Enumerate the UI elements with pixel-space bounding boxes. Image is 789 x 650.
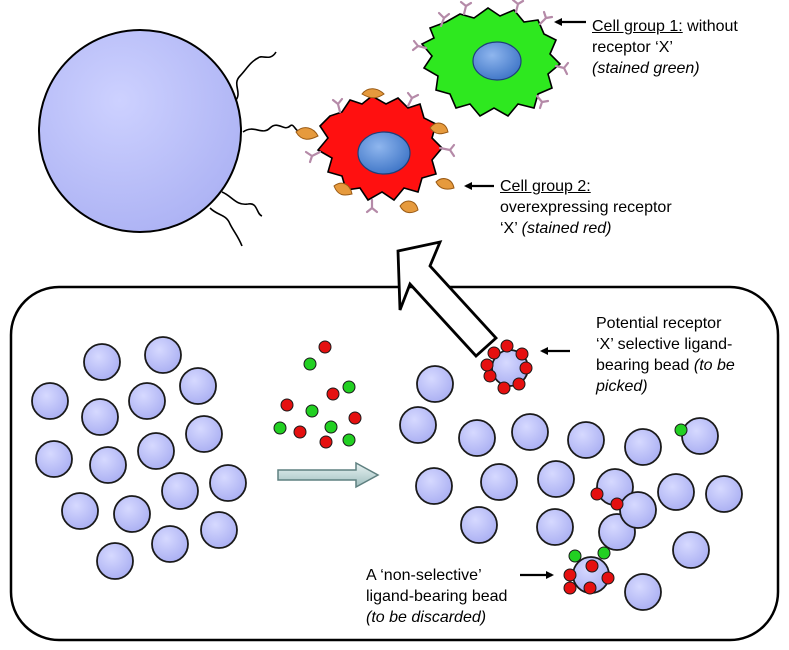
bead xyxy=(619,491,657,529)
red-ligand-dot xyxy=(319,435,333,449)
ligand-dots-layer xyxy=(273,339,688,595)
bead xyxy=(161,472,199,510)
group2-title: Cell group 2: xyxy=(500,178,591,195)
bead xyxy=(200,511,238,549)
green-ligand-dot xyxy=(324,420,338,434)
bead xyxy=(128,382,166,420)
bead xyxy=(151,525,189,563)
selective-line1: Potential receptor xyxy=(596,315,722,332)
bead xyxy=(96,542,134,580)
red-ligand-dot xyxy=(326,387,340,401)
red-ligand-dot xyxy=(601,571,615,585)
green-ligand-dot xyxy=(568,549,582,563)
red-ligand-dot xyxy=(348,411,362,425)
red-cell xyxy=(295,88,456,214)
selective-line3-italic: (to be xyxy=(693,357,735,374)
red-ligand-dot xyxy=(610,497,624,511)
green-ligand-dot xyxy=(342,380,356,394)
label-nonselective-bead: A ‘non-selective’ ligand-bearing bead (t… xyxy=(366,565,507,628)
red-ligand-dot xyxy=(280,398,294,412)
bead xyxy=(460,506,498,544)
red-ligand-dot xyxy=(583,581,597,595)
beads-layer xyxy=(31,336,743,611)
bead xyxy=(83,343,121,381)
incubation-arrow xyxy=(277,461,380,489)
green-cell xyxy=(411,0,570,118)
red-ligand-dot xyxy=(590,487,604,501)
red-ligand-dot xyxy=(480,358,494,372)
bead xyxy=(681,417,719,455)
bead xyxy=(35,440,73,478)
red-ligand-dot xyxy=(318,340,332,354)
bead xyxy=(536,508,574,546)
bead xyxy=(31,382,69,420)
green-ligand-dot xyxy=(303,357,317,371)
green-ligand-dot xyxy=(305,404,319,418)
bead xyxy=(415,467,453,505)
red-ligand-dot xyxy=(497,381,511,395)
red-ligand-dot xyxy=(487,346,501,360)
group2-line3-italic: (stained red) xyxy=(521,220,612,237)
green-ligand-dot xyxy=(273,421,287,435)
bead xyxy=(567,421,605,459)
bead xyxy=(81,398,119,436)
nonselective-line1: A ‘non-selective’ xyxy=(366,567,482,584)
selective-line3-plain: bearing bead xyxy=(596,357,694,374)
bead xyxy=(458,419,496,457)
label-selective-bead: Potential receptor ‘X’ selective ligand-… xyxy=(596,313,735,397)
bead xyxy=(61,492,99,530)
label-group2: Cell group 2: overexpressing receptor ‘X… xyxy=(500,176,672,239)
red-ligand-dot xyxy=(585,559,599,573)
bead xyxy=(137,432,175,470)
bead xyxy=(480,463,518,501)
large-cell xyxy=(38,29,301,247)
bead xyxy=(657,473,695,511)
red-ligand-dot xyxy=(519,361,533,375)
bead xyxy=(399,406,437,444)
red-ligand-dot xyxy=(483,369,497,383)
red-ligand-dot xyxy=(512,377,526,391)
bead xyxy=(537,460,575,498)
red-ligand-dot xyxy=(563,568,577,582)
bead xyxy=(672,531,710,569)
green-ligand-dot xyxy=(674,423,688,437)
selective-line4: picked) xyxy=(596,378,648,395)
group1-line2: receptor ‘X’ xyxy=(592,39,673,56)
red-ligand-dot xyxy=(563,581,577,595)
bead xyxy=(705,475,743,513)
bead xyxy=(113,495,151,533)
green-ligand-dot xyxy=(597,546,611,560)
bead xyxy=(179,367,217,405)
bead xyxy=(624,428,662,466)
red-ligand-dot xyxy=(500,339,514,353)
bead xyxy=(209,464,247,502)
selection-arrow xyxy=(396,240,498,358)
selective-line2: ‘X’ selective ligand- xyxy=(596,336,733,353)
label-group1: Cell group 1: without receptor ‘X’ (stai… xyxy=(592,16,738,79)
nonselective-line3: (to be discarded) xyxy=(366,609,487,626)
red-ligand-dot xyxy=(515,347,529,361)
bead xyxy=(185,415,223,453)
nonselective-line2: ligand-bearing bead xyxy=(366,588,508,605)
group2-line3-plain: ‘X’ xyxy=(500,220,522,237)
bead xyxy=(89,446,127,484)
red-ligand-dot xyxy=(293,425,307,439)
group1-line3: (stained green) xyxy=(592,60,700,77)
bead xyxy=(511,413,549,451)
bead xyxy=(416,365,454,403)
group1-title: Cell group 1: xyxy=(592,18,683,35)
bead xyxy=(144,336,182,374)
bead xyxy=(624,573,662,611)
green-ligand-dot xyxy=(342,433,356,447)
group2-line2: overexpressing receptor xyxy=(500,199,672,216)
pointer-arrows xyxy=(464,18,586,579)
group1-rest: without xyxy=(682,18,738,35)
